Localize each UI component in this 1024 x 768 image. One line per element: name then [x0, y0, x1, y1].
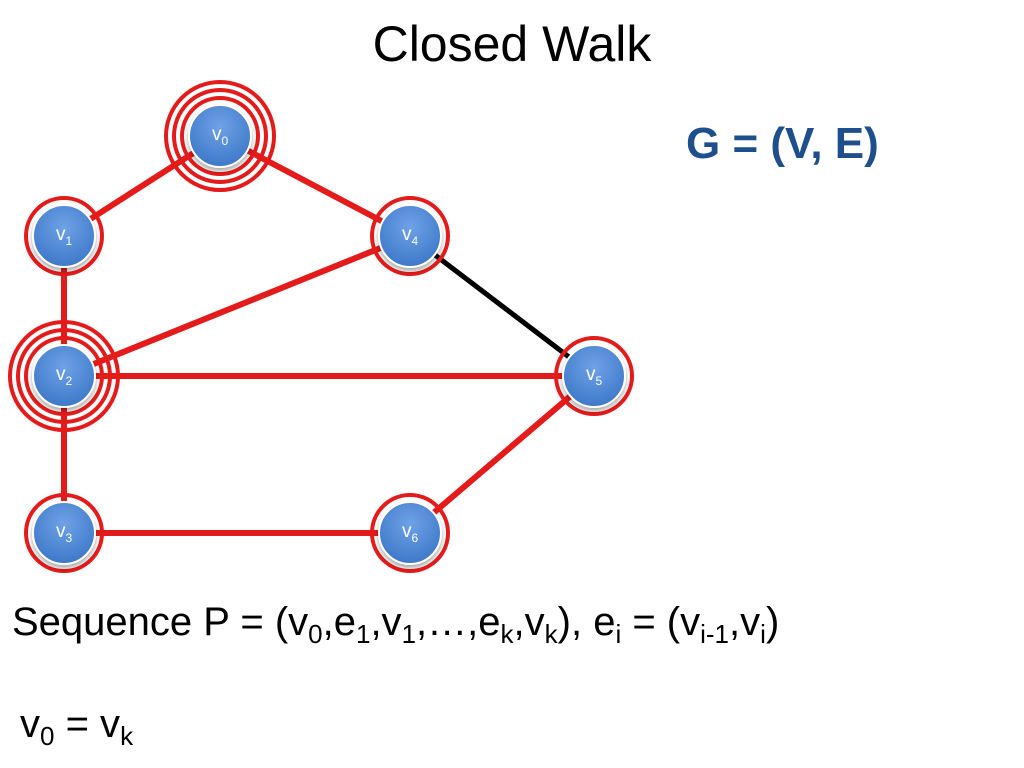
node-ring: [172, 88, 268, 184]
graph-diagram: v0 v1 v2 v3 v4 v5 v6: [8, 80, 634, 573]
node-ring: [8, 320, 120, 432]
nodes-layer: v0 v1 v2 v3 v4 v5 v6: [8, 80, 634, 573]
node-ring: [370, 196, 450, 276]
graph-definition-label: G = (V, E): [686, 119, 879, 168]
node-ring: [24, 493, 104, 573]
node-label: v2: [56, 364, 73, 388]
node-circle: [32, 204, 96, 268]
node-v3: v3: [24, 493, 104, 573]
edge-v4-v5: [408, 234, 596, 378]
node-v0: v0: [164, 80, 276, 192]
node-ring: [24, 336, 104, 416]
closed-condition-formula: v0 = vk: [20, 702, 134, 751]
node-label: v6: [402, 521, 419, 545]
node-label: v4: [402, 224, 419, 248]
slide-title: Closed Walk: [372, 16, 652, 72]
node-ring: [24, 196, 104, 276]
edge-v0-v4: [218, 133, 412, 239]
node-ring: [554, 336, 634, 416]
node-circle: [378, 204, 442, 268]
node-circle: [562, 344, 626, 408]
sequence-formula: Sequence P = (v0,e1,v1,…,ek,vk), ei = (v…: [12, 600, 780, 649]
node-ring: [16, 328, 112, 424]
node-v6: v6: [370, 493, 450, 573]
edge-v6-v5: [408, 373, 596, 536]
node-v2: v2: [8, 320, 120, 432]
node-circle: [188, 104, 252, 168]
node-v1: v1: [24, 196, 104, 276]
node-circle: [32, 344, 96, 408]
node-v5: v5: [554, 336, 634, 416]
node-circle: [378, 501, 442, 565]
node-v4: v4: [370, 196, 450, 276]
node-label: v3: [56, 521, 73, 545]
node-label: v0: [212, 124, 229, 148]
node-ring: [180, 96, 260, 176]
node-circle: [32, 501, 96, 565]
node-ring: [164, 80, 276, 192]
node-ring: [370, 493, 450, 573]
node-label: v5: [586, 364, 603, 388]
edges-layer: [61, 133, 596, 536]
node-label: v1: [56, 224, 73, 248]
edge-v2-v4: [62, 233, 412, 379]
